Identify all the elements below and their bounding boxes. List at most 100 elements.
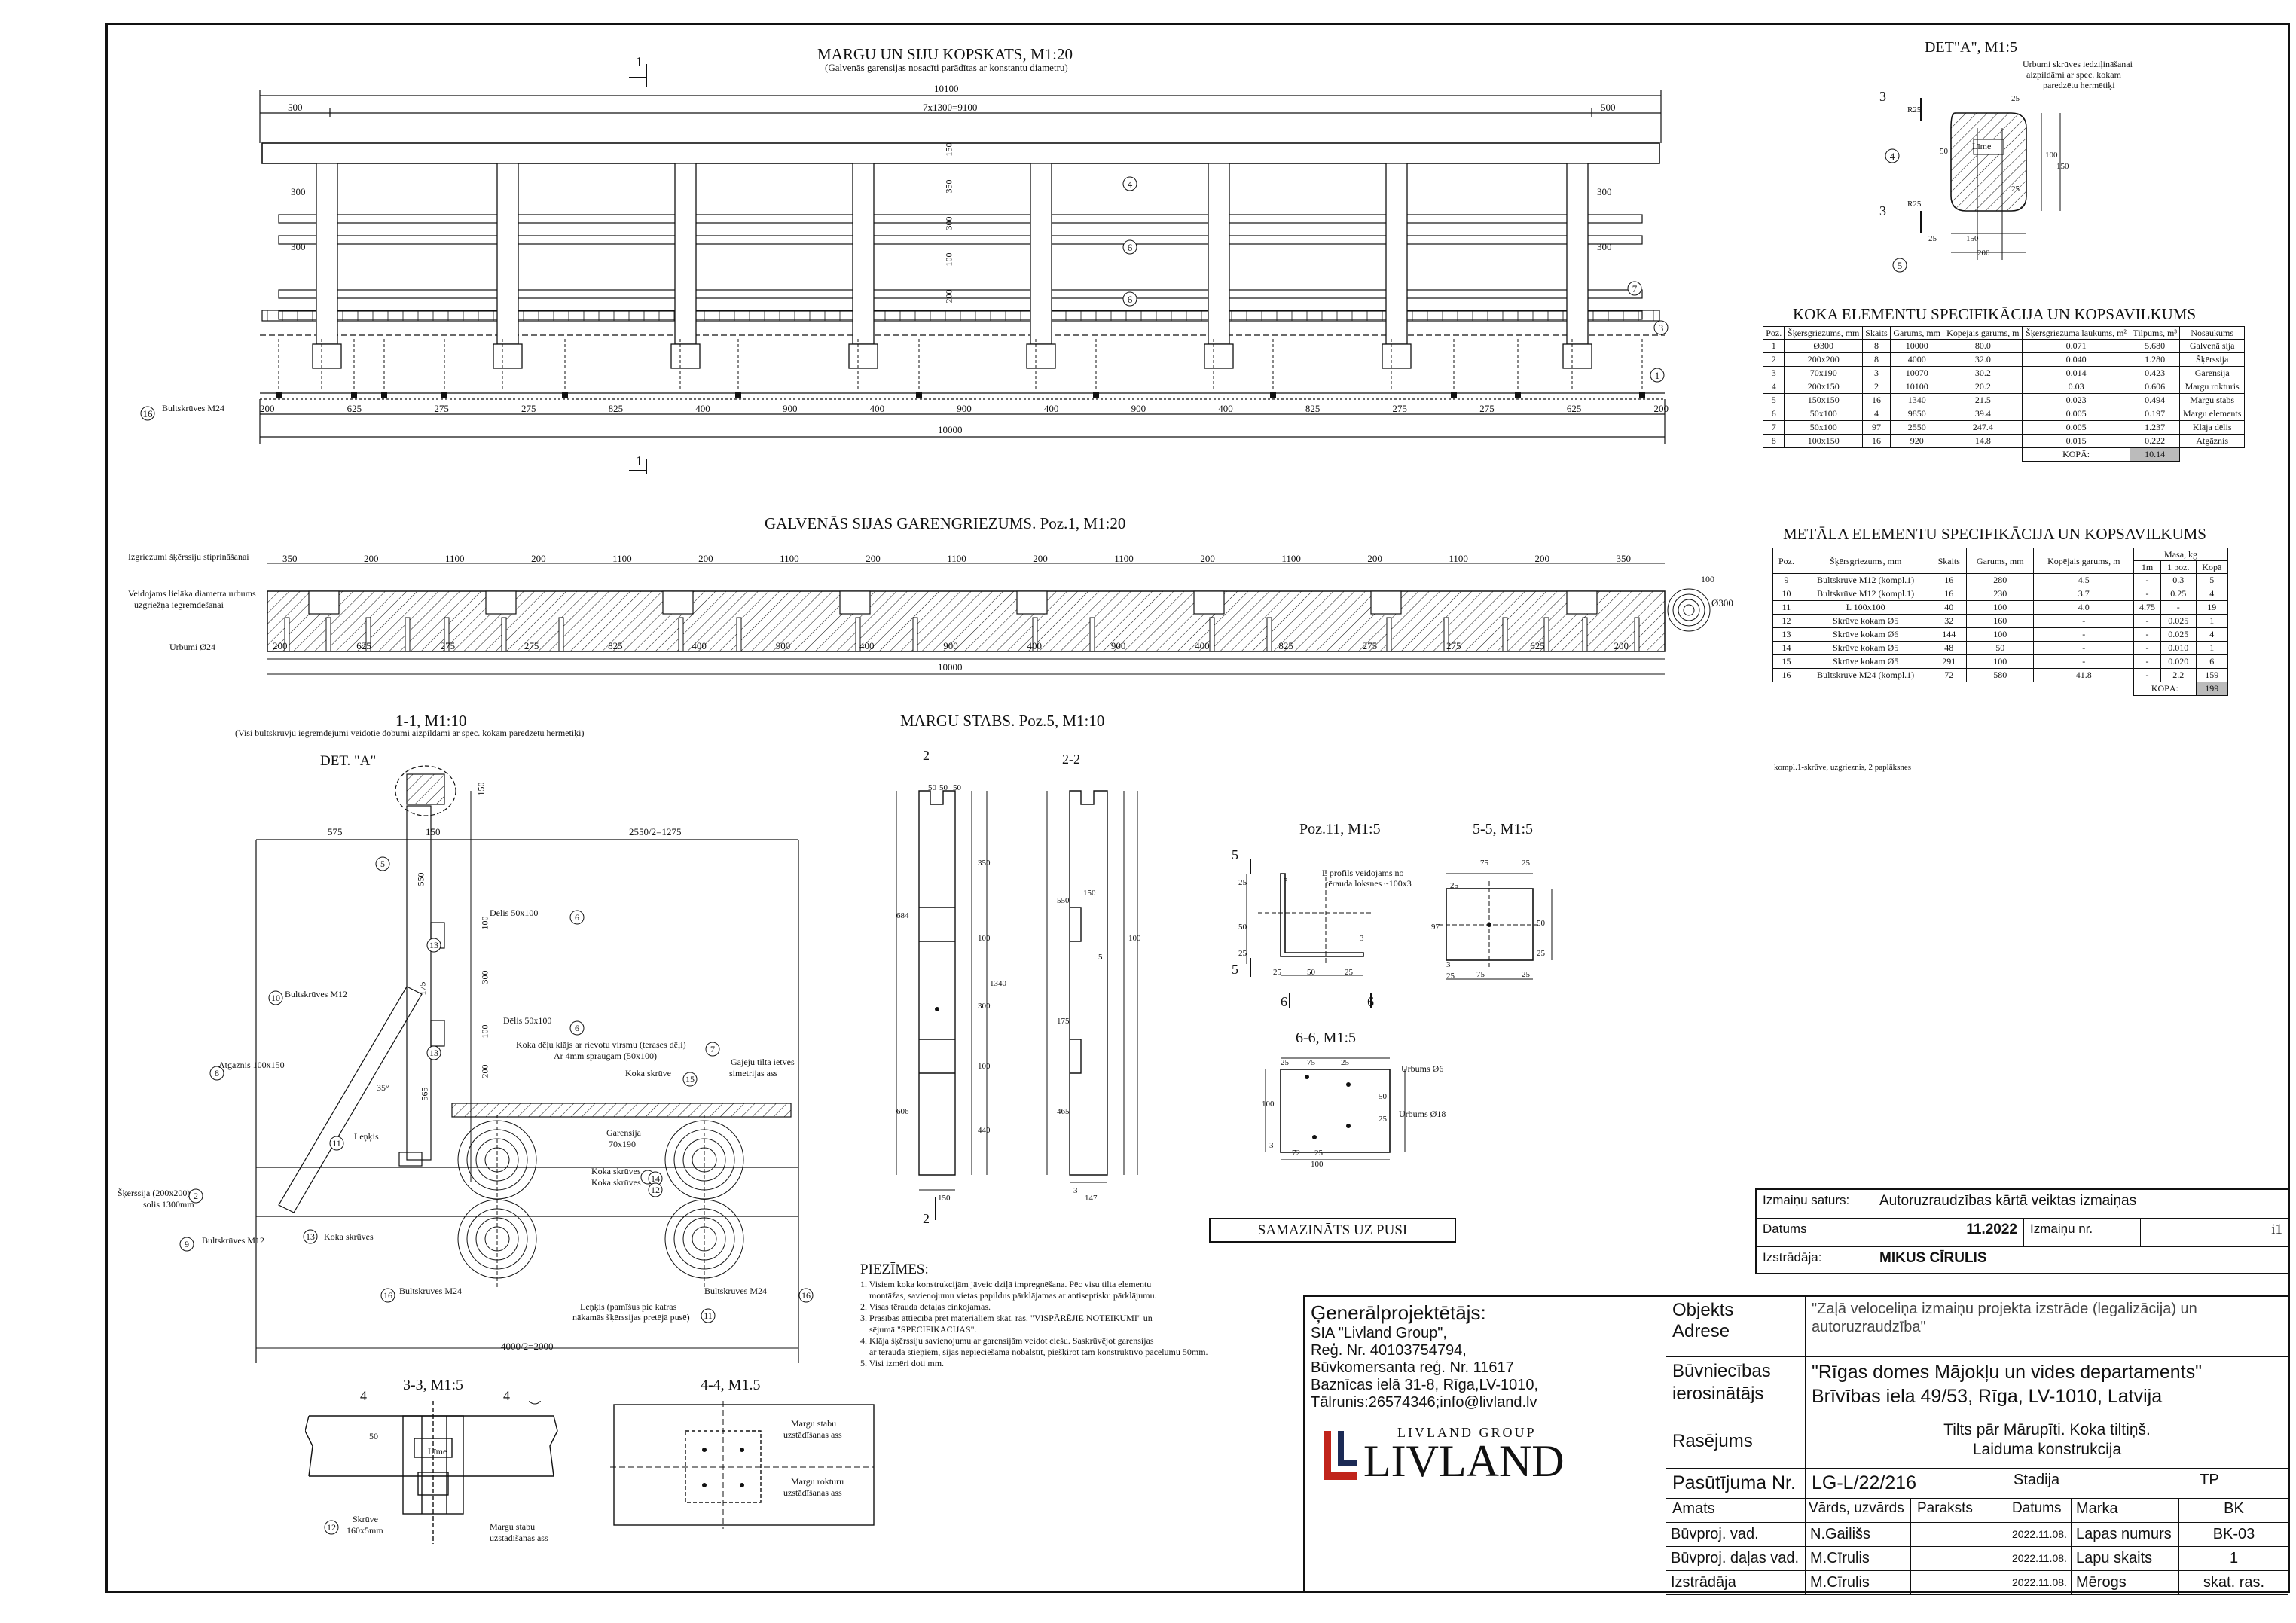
dimension-value: 200 bbox=[531, 553, 546, 564]
table-cell: 0.197 bbox=[2129, 407, 2181, 421]
svg-text:13: 13 bbox=[429, 1048, 438, 1058]
general-designer-label: Ģenerālprojektētājs: bbox=[1311, 1301, 1486, 1324]
changes-author-label: Izstrādāja: bbox=[1757, 1247, 1873, 1273]
dimension-value: 300 bbox=[978, 1002, 991, 1011]
dimension-value: 72 bbox=[1292, 1149, 1300, 1158]
dimension-value: 100 bbox=[479, 916, 490, 930]
dimension-value: 25 bbox=[1522, 970, 1530, 979]
table-cell: 4 bbox=[2195, 587, 2229, 601]
table-cell: 72 bbox=[1931, 668, 1968, 682]
table-cell: 15 bbox=[1772, 654, 1800, 669]
dimension-value: 1340 bbox=[990, 979, 1006, 988]
svg-text:12: 12 bbox=[651, 1185, 660, 1195]
general-designer-lines: SIA "Livland Group",Reģ. Nr. 40103754794… bbox=[1311, 1325, 1659, 1411]
dimension-value: 400 bbox=[1218, 403, 1233, 414]
sec66-label1: Urbums Ø6 bbox=[1401, 1063, 1444, 1074]
table-header: Garums, mm bbox=[1966, 548, 2035, 574]
table-cell: - bbox=[2133, 587, 2161, 601]
table-cell: Skrūve kokam Ø5 bbox=[1799, 654, 1932, 669]
log-diameter: Ø300 bbox=[1711, 597, 1733, 609]
table-cell: 0.020 bbox=[2160, 654, 2197, 669]
sec33-screw2: 160x5mm bbox=[347, 1525, 383, 1536]
table-header: Kopējais garums, m bbox=[2033, 548, 2135, 574]
table-cell: - bbox=[2033, 641, 2135, 655]
note-item: 2. Visas tērauda detaļas cinkojamas. bbox=[860, 1301, 991, 1312]
table-cell: 32.0 bbox=[1943, 352, 2023, 367]
table-cell: 0.3 bbox=[2160, 573, 2197, 587]
table-cell: - bbox=[2133, 641, 2161, 655]
table-cell: 0.25 bbox=[2160, 587, 2197, 601]
kopskats-section-mark-bottom: 1 bbox=[636, 453, 643, 468]
annotation-label: Koka skrūve bbox=[625, 1068, 671, 1078]
dimension-value: 3 bbox=[1073, 1186, 1078, 1195]
section-1-1-det-label: DET. "A" bbox=[320, 753, 377, 769]
poz11-mark5-top: 5 bbox=[1232, 847, 1238, 862]
table-cell: 0.005 bbox=[2022, 407, 2130, 421]
dimension-value: 200 bbox=[1977, 249, 1990, 258]
kopskats-right-300-b: 300 bbox=[1597, 241, 1612, 252]
table-cell: 9 bbox=[1772, 573, 1800, 587]
table-cell: Bultskrūve M24 (kompl.1) bbox=[1799, 668, 1932, 682]
table-cell: 0.071 bbox=[2022, 339, 2130, 353]
dimension-value: 400 bbox=[692, 640, 707, 651]
svg-text:3: 3 bbox=[1659, 322, 1664, 334]
changes-author-value: MIKUS CĪRULIS bbox=[1879, 1250, 1987, 1266]
changes-content-label: Izmaiņu saturs: bbox=[1757, 1190, 1873, 1219]
dimension-value: 3 bbox=[1269, 1141, 1274, 1150]
table-cell: 97 bbox=[1862, 420, 1891, 435]
dimension-value: 1100 bbox=[1449, 553, 1468, 564]
dimension-value: 625 bbox=[347, 403, 362, 414]
table-cell: 41.8 bbox=[2033, 668, 2135, 682]
garengriezums-label-hole2: uzgriežņa iegremdēšanai bbox=[134, 599, 224, 610]
annotation-label: Bultskrūves M12 bbox=[202, 1235, 265, 1246]
table-cell: 9850 bbox=[1889, 407, 1944, 421]
annotation-label: simetrijas ass bbox=[729, 1068, 778, 1078]
table-cell: 11 bbox=[1772, 600, 1800, 615]
table-cell: 16 bbox=[1931, 587, 1968, 601]
table-cell: 0.222 bbox=[2129, 434, 2181, 448]
table-cell: 19 bbox=[2195, 600, 2229, 615]
dimension-value: 465 bbox=[1057, 1107, 1070, 1116]
table-cell: 247.4 bbox=[1943, 420, 2023, 435]
dimension-value: 350 bbox=[1616, 553, 1631, 564]
dimension-value: 825 bbox=[608, 403, 624, 414]
table-cell: 100 bbox=[1966, 627, 2035, 642]
section-1-1-title: 1-1, M1:10 bbox=[395, 712, 467, 730]
section-1-1-dim-bottom: 4000/2=2000 bbox=[501, 1341, 554, 1352]
svg-text:11: 11 bbox=[704, 1310, 713, 1321]
table-cell: Margu stabs bbox=[2179, 393, 2245, 407]
dimension-value: 100 bbox=[943, 252, 954, 267]
sec33-title: 3-3, M1:5 bbox=[403, 1377, 463, 1393]
poz11-mark6-left: 6 bbox=[1281, 994, 1287, 1009]
table-cell: 280 bbox=[1966, 573, 2035, 587]
note-item: ar tērauda stieņiem, sijas nepieciešama … bbox=[860, 1347, 1208, 1357]
section-1-1-subtitle: (Visi bultskrūvju iegremdējumi veidotie … bbox=[235, 728, 585, 738]
dimension-value: 625 bbox=[1566, 403, 1582, 414]
total-value: 199 bbox=[2195, 682, 2229, 696]
dimension-value: 1100 bbox=[445, 553, 465, 564]
dimension-value: 25 bbox=[1238, 949, 1247, 958]
table-cell: 10070 bbox=[1889, 366, 1944, 380]
dimension-value: 1100 bbox=[780, 553, 799, 564]
signature-sign bbox=[1911, 1571, 2007, 1595]
dimension-value: 150 bbox=[1966, 234, 1979, 243]
col-vards: Vārds, uzvārds bbox=[1806, 1499, 1911, 1523]
dimension-value: 200 bbox=[1200, 553, 1215, 564]
table-cell: 3 bbox=[1762, 366, 1785, 380]
svg-text:6: 6 bbox=[575, 1023, 579, 1033]
annotation-label: Dēlis 50x100 bbox=[503, 1015, 552, 1026]
table-cell: 0.005 bbox=[2022, 420, 2130, 435]
sheet-info-value: skat. ras. bbox=[2179, 1571, 2288, 1595]
det-a-lime: Līme bbox=[1972, 141, 1992, 151]
note-item: 1. Visiem koka konstrukcijām jāveic dziļ… bbox=[860, 1279, 1152, 1289]
kopskats-dim-right: 500 bbox=[1601, 102, 1616, 113]
signature-date: 2022.11.08. bbox=[2007, 1547, 2072, 1571]
table-cell: 100 bbox=[1966, 654, 2035, 669]
svg-text:16: 16 bbox=[143, 408, 154, 419]
table-cell: 16 bbox=[1862, 393, 1891, 407]
